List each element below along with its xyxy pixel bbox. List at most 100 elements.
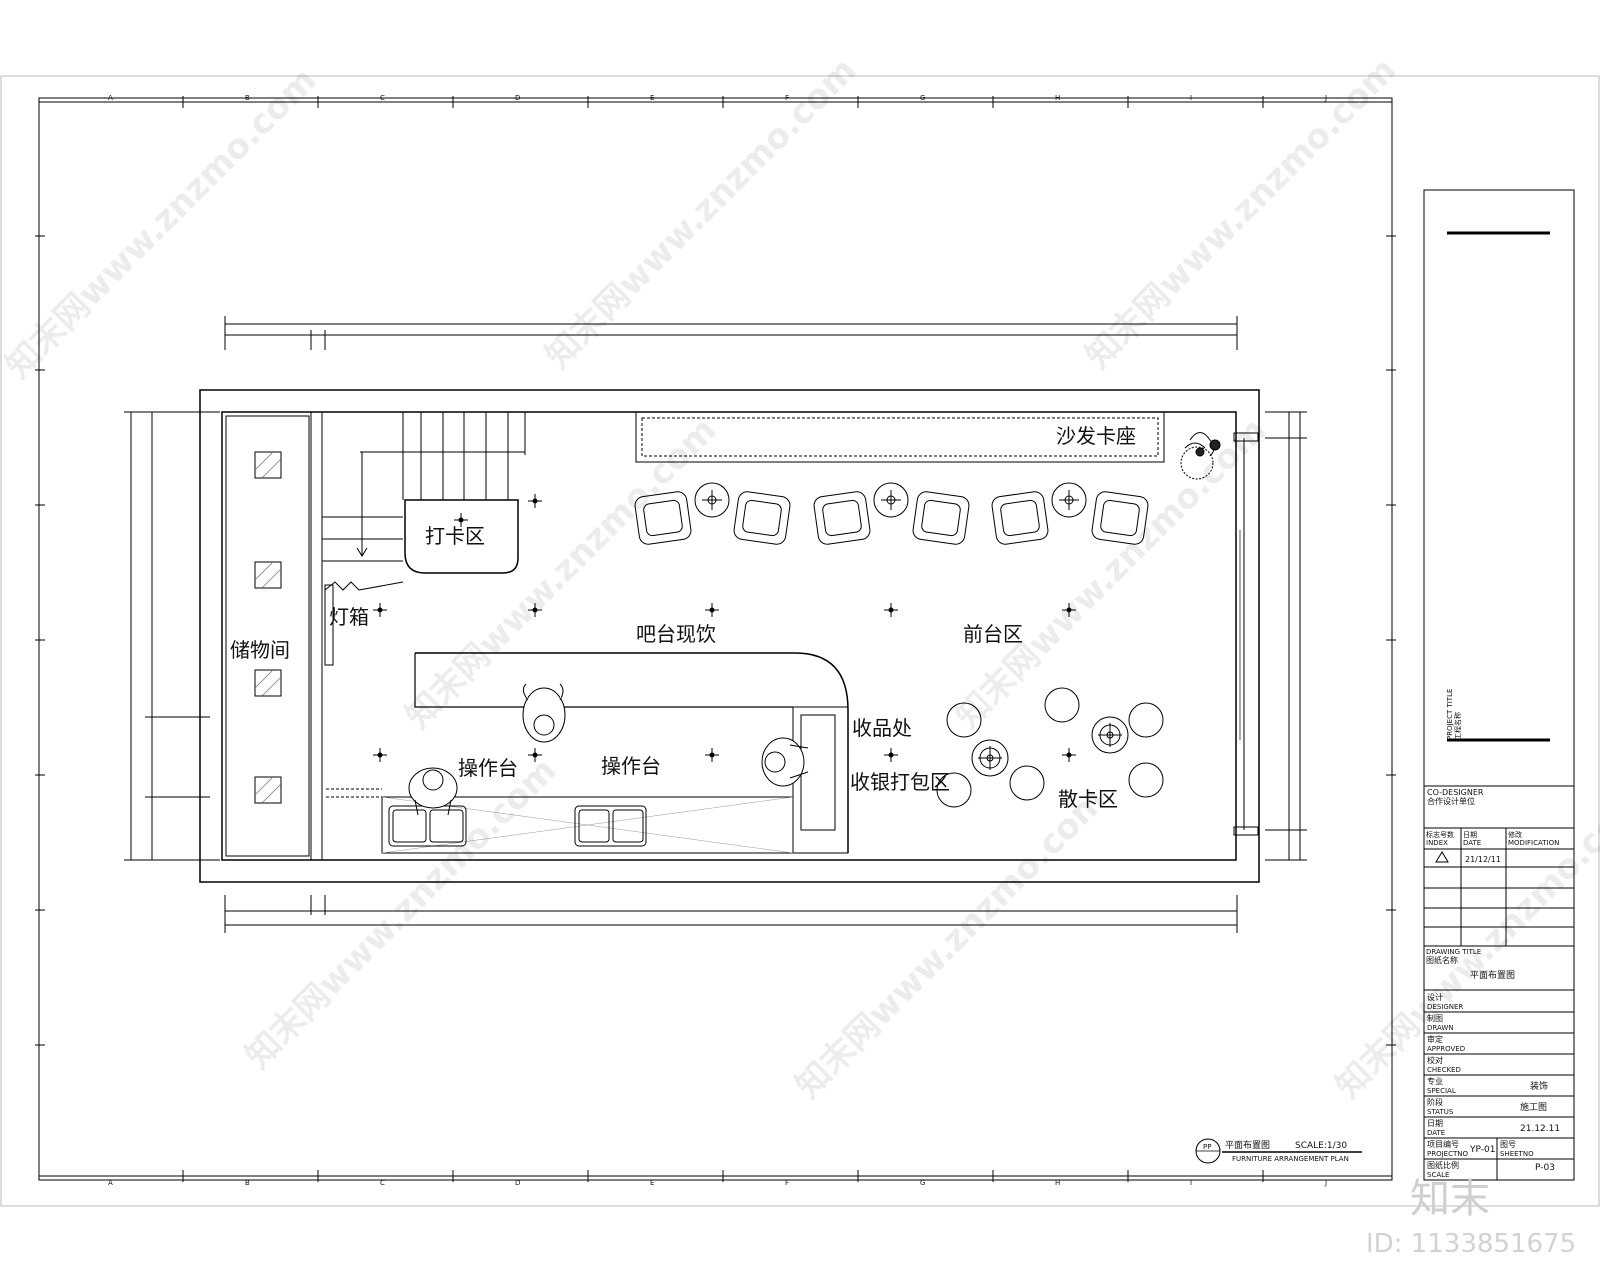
dimension-lines-right <box>1265 411 1307 861</box>
storage-column <box>254 561 282 589</box>
person-figure <box>408 767 458 816</box>
grid-letter: I <box>1190 1179 1192 1187</box>
grid-letter: E <box>650 94 654 102</box>
storefront-window <box>1233 432 1259 836</box>
plan-title: PP 平面布置图 SCALE:1/30 FURNITURE ARRANGEMEN… <box>1195 1138 1362 1164</box>
grid-letter: A <box>108 94 113 102</box>
site-logo: 知末 <box>1410 1176 1490 1222</box>
tb-date-cn: 日期 <box>1463 831 1477 839</box>
grid-letter: H <box>1055 1179 1060 1187</box>
tb-drawing-title-cn: 图纸名称 <box>1426 955 1458 965</box>
sofa-seating <box>634 482 1149 545</box>
tb-projectno-value: YP-01 <box>1469 1145 1495 1155</box>
zone-label-work-right: 操作台 <box>601 754 661 778</box>
tb-drawing-title: DRAWING TITLE <box>1426 948 1481 956</box>
ceiling-light <box>884 603 898 617</box>
storage-room <box>225 412 323 860</box>
tb-sheetno-cn: 图号 <box>1500 1140 1516 1149</box>
grid-letter: D <box>515 94 520 102</box>
grid-letter: G <box>920 1179 925 1187</box>
lounge-chair <box>912 491 970 545</box>
round-table <box>1051 482 1087 518</box>
tb-modification-cn: 修改 <box>1508 830 1522 839</box>
person-figure <box>761 737 809 787</box>
tb-date: DATE <box>1463 839 1481 847</box>
ceiling-light <box>454 513 468 527</box>
grid-letter: J <box>1324 94 1327 102</box>
sofa-booth <box>635 411 1165 463</box>
ceiling-light <box>705 748 719 762</box>
tb-status-value: 施工图 <box>1520 1101 1547 1113</box>
tb-drawing-name: 平面布置图 <box>1470 969 1515 981</box>
lounge-chair <box>813 491 871 545</box>
tb-designer: DESIGNER <box>1427 1003 1463 1011</box>
grid-letter: B <box>245 1179 250 1187</box>
lounge-chair <box>1091 491 1149 545</box>
tb-project-name: 工程名称 <box>1453 712 1462 740</box>
title-block <box>1423 189 1575 1181</box>
ceiling-light <box>705 603 719 617</box>
storage-column <box>254 776 282 804</box>
ceiling-light <box>528 494 542 508</box>
grid-letter: E <box>650 1179 654 1187</box>
tb-project-title: PROJECT TITLE <box>1446 689 1454 740</box>
counter-sink-right <box>574 805 647 847</box>
grid-letter: F <box>785 1179 789 1187</box>
tb-status: STATUS <box>1427 1108 1454 1116</box>
tb-date2-value: 21.12.11 <box>1520 1124 1560 1134</box>
ceiling-light <box>884 748 898 762</box>
drawing-frame <box>38 97 1393 1181</box>
stool <box>936 772 972 808</box>
grid-letters-top: A B C D E F G H I J <box>108 94 1327 102</box>
tb-special-cn: 专业 <box>1427 1076 1443 1086</box>
grid-letter: C <box>380 1179 385 1187</box>
loose-seating <box>936 687 1164 808</box>
dimension-lines-bottom <box>224 895 1238 933</box>
stool <box>1044 687 1080 723</box>
watermark: 知末网www.znzmo.com <box>1328 780 1600 1106</box>
ceiling-light <box>373 603 387 617</box>
cashier-desk <box>792 706 849 854</box>
lounge-chair <box>733 491 791 545</box>
round-table <box>694 482 730 518</box>
bar-counter <box>415 652 849 853</box>
watermark: 知末网www.znzmo.com <box>238 750 564 1076</box>
checkin-platform <box>404 499 519 574</box>
stool <box>1009 765 1045 801</box>
ceiling-light <box>1062 748 1076 762</box>
zone-label-bar-drinks: 吧台现饮 <box>636 622 716 646</box>
zone-label-loose-seating: 散卡区 <box>1058 787 1118 811</box>
potted-plant <box>1180 432 1221 480</box>
ceiling-light <box>528 603 542 617</box>
bar-counter-inner <box>414 653 793 708</box>
ceiling-light <box>528 748 542 762</box>
watermark: 知末网www.znzmo.com <box>1078 50 1404 376</box>
tb-status-cn: 阶段 <box>1427 1097 1443 1107</box>
zone-label-storage: 储物间 <box>230 638 290 662</box>
tb-date2-cn: 日期 <box>1427 1119 1443 1128</box>
grid-letter: G <box>920 94 925 102</box>
image-id: ID: 1133851675 <box>1366 1229 1576 1259</box>
tb-index-cn: 标志号数 <box>1426 830 1454 839</box>
storage-column <box>254 451 282 479</box>
tb-checked: CHECKED <box>1427 1066 1461 1074</box>
watermark: 知末网www.znzmo.com <box>948 410 1274 736</box>
sheet-outer-border <box>0 75 1600 1207</box>
tb-projectno: PROJECTNO <box>1427 1150 1468 1158</box>
ceiling-light <box>1062 603 1076 617</box>
grid-letter: J <box>1324 1179 1327 1187</box>
zone-label-checkin: 打卡区 <box>425 524 485 548</box>
tb-date2: DATE <box>1427 1129 1445 1137</box>
tb-revision-date: 21/12/11 <box>1465 855 1501 864</box>
plan-title-scale: SCALE:1/30 <box>1295 1141 1347 1151</box>
grid-letter: A <box>108 1179 113 1187</box>
stool <box>1128 702 1164 738</box>
ceiling-lights <box>373 494 1076 762</box>
round-table <box>971 739 1009 777</box>
grid-letter: F <box>785 94 789 102</box>
tb-index: INDEX <box>1426 839 1448 847</box>
tb-modification: MODIFICATION <box>1508 839 1559 847</box>
zone-label-front-desk: 前台区 <box>963 622 1023 646</box>
grid-letters-bottom: A B C D E F G H I J <box>108 1179 1327 1187</box>
